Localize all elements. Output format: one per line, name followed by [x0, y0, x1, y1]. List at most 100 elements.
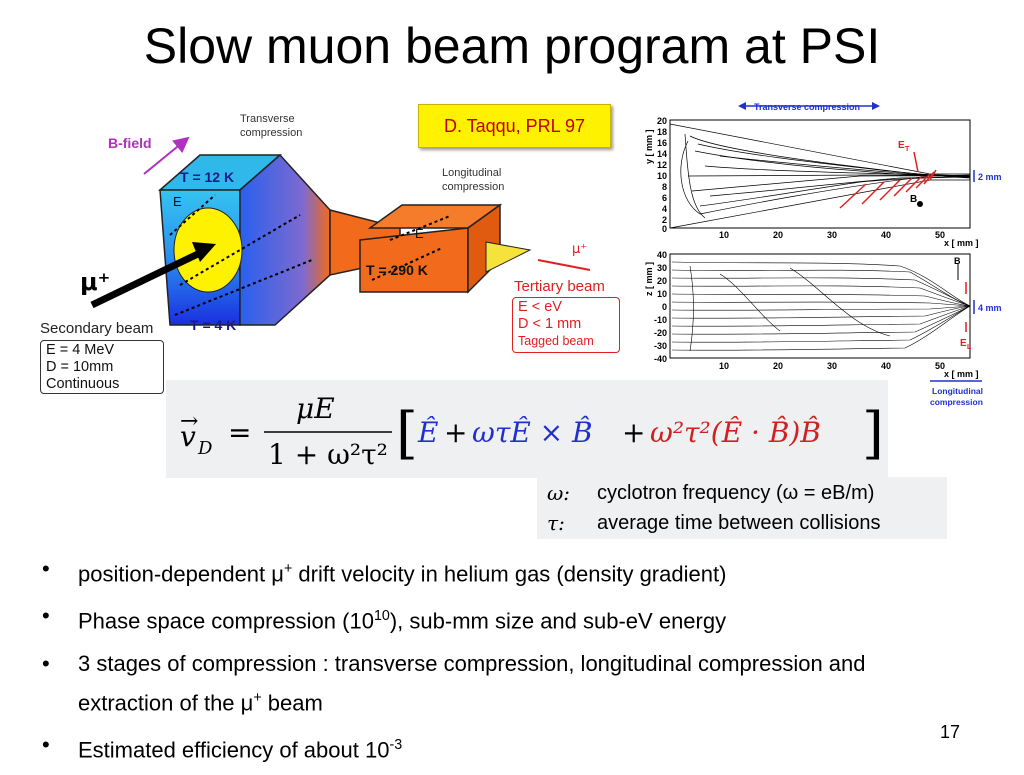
x-tick: 20 — [773, 230, 783, 240]
bottom-plot-e-label: E — [960, 338, 967, 349]
y-tick: -10 — [654, 315, 667, 325]
bullet-sup: + — [253, 689, 262, 706]
slide-title: Slow muon beam program at PSI — [143, 18, 881, 74]
eq-term2: ωτÊ × B̂ — [472, 416, 593, 449]
eq-bracket-left: [ — [396, 401, 418, 466]
muon-out-label: μ⁺ — [572, 242, 587, 257]
tertiary-beam-box: E < eV D < 1 mm Tagged beam — [512, 297, 620, 353]
y-tick: 16 — [657, 138, 667, 148]
eq-equals: = — [228, 416, 251, 449]
eq-plus2: + — [622, 416, 645, 449]
bullet-list: position-dependent μ+ drift velocity in … — [40, 552, 940, 775]
reference-text: D. Taqqu, PRL 97 — [443, 115, 586, 136]
bullet-text: Estimated efficiency of about 10 — [78, 737, 390, 763]
legend-symbol: τ: — [547, 511, 565, 535]
eq-denominator: 1 + ω²τ² — [268, 438, 388, 471]
eq-term3: ω²τ²(Ê · B̂)B̂ — [650, 416, 821, 449]
eq-arrow: → — [180, 409, 198, 434]
y-tick: 30 — [657, 263, 667, 273]
equation-legend: ω: cyclotron frequency (ω = eB/m) τ: ave… — [537, 477, 947, 539]
eq-plus1: + — [444, 416, 467, 449]
bottom-plot-side-label: 4 mm — [978, 303, 1002, 313]
secondary-beam-box: E = 4 MeV D = 10mm Continuous — [40, 340, 164, 394]
transverse-label-2: compression — [240, 127, 302, 139]
e-field-dots-3 — [174, 259, 313, 316]
eq-lhs: v — [180, 420, 196, 453]
bullet-sup: + — [283, 561, 293, 577]
top-plot-yticks: 20 18 16 14 12 10 8 6 4 2 0 — [657, 116, 667, 234]
x-tick: 50 — [935, 361, 945, 371]
cell2-front-face — [359, 227, 469, 293]
secondary-beam-line: E = 4 MeV — [46, 342, 115, 358]
e-field-dots-2 — [179, 214, 301, 286]
tertiary-beam-line: D < 1 mm — [518, 316, 582, 332]
bullet-text: position-dependent μ — [78, 561, 284, 587]
muon-in-label: μ⁺ — [80, 268, 110, 296]
secondary-beam-line: Continuous — [46, 376, 120, 392]
longitudinal-label-1: Longitudinal — [442, 167, 501, 179]
equation-svg: → v D = μE 1 + ω²τ² [ Ê + ωτÊ × B̂ + ω²τ… — [180, 392, 884, 471]
e-field-dots-1 — [169, 194, 216, 236]
top-plot-e-sub: T — [905, 146, 910, 153]
e-field-dots-4 — [389, 215, 451, 241]
bullet-sup: -3 — [389, 736, 403, 753]
bullet-sup: 10 — [373, 608, 390, 625]
bullet-item: 3 stages of compression : transverse com… — [40, 647, 940, 720]
y-tick: 10 — [657, 289, 667, 299]
eq-bracket-right: ] — [862, 401, 884, 466]
top-plot-b-label: B — [910, 194, 917, 205]
bottom-plot-b-label: B — [954, 256, 961, 266]
eq-lhs-sub: D — [197, 438, 213, 459]
bottom-plot-trajectories — [671, 261, 971, 352]
y-tick: -20 — [654, 328, 667, 338]
transverse-header-arrow-right — [872, 102, 880, 110]
x-tick: 10 — [719, 361, 729, 371]
bullet-text: ), sub-mm size and sub-eV energy — [389, 608, 727, 634]
muon-out-line — [537, 259, 591, 271]
y-tick: 18 — [657, 127, 667, 137]
y-tick: 10 — [657, 171, 667, 181]
bullet-item: Estimated efficiency of about 10-3 — [40, 728, 940, 767]
bullet-text: Phase space compression (10 — [78, 608, 374, 634]
x-tick: 30 — [827, 361, 837, 371]
y-tick: 12 — [657, 160, 667, 170]
legend-text: cyclotron frequency (ω = eB/m) — [597, 482, 875, 504]
y-tick: 0 — [662, 224, 667, 234]
top-plot-efield-arrows — [839, 151, 937, 209]
reference-box: D. Taqqu, PRL 97 — [418, 104, 611, 148]
top-plot-frame — [669, 119, 971, 229]
transverse-label-1: Transverse — [240, 113, 295, 125]
secondary-beam-title: Secondary beam — [40, 320, 154, 337]
top-plot-b-dot — [917, 201, 923, 207]
cell-side-face — [239, 153, 331, 326]
trajectory-plots: Transverse compression y [ mm ] 20 18 16… — [644, 102, 1002, 407]
y-tick: 2 — [662, 215, 667, 225]
eq-term1: Ê — [417, 416, 438, 449]
x-tick: 30 — [827, 230, 837, 240]
temp-4k: T = 4 K — [190, 317, 236, 333]
b-field-arrow — [143, 136, 190, 175]
bottom-plot-footer-2: compression — [930, 397, 983, 407]
page-number: 17 — [940, 722, 961, 742]
bottom-plot-xticks: 10 20 30 40 50 — [719, 361, 945, 371]
x-tick: 50 — [935, 230, 945, 240]
top-plot-xlabel: x [ mm ] — [944, 238, 979, 248]
longitudinal-label-2: compression — [442, 181, 504, 193]
apparatus-diagram: B-field Transverse compression Longitudi… — [80, 113, 591, 333]
top-plot-e-label: E — [898, 140, 905, 151]
muon-in-arrow-shaft — [90, 248, 204, 309]
bullet-text: beam — [261, 689, 323, 715]
y-tick: -40 — [654, 354, 667, 364]
bullet-item: Phase space compression (1010), sub-mm s… — [40, 599, 940, 638]
y-tick: 14 — [657, 149, 667, 159]
bottom-plot-yticks: 40 30 20 10 0 -10 -20 -30 -40 — [654, 250, 667, 364]
bullet-text: 3 stages of compression : transverse com… — [78, 650, 866, 715]
top-plot-xticks: 10 20 30 40 50 — [719, 230, 945, 240]
x-tick: 10 — [719, 230, 729, 240]
drift-velocity-equation: → v D = μE 1 + ω²τ² [ Ê + ωτÊ × B̂ + ω²τ… — [166, 380, 888, 478]
bottom-plot-footer-1: Longitudinal — [932, 386, 983, 396]
top-plot-header: Transverse compression — [754, 102, 860, 112]
bottom-plot-xlabel: x [ mm ] — [944, 369, 979, 379]
temp-12k: T = 12 K — [180, 169, 234, 185]
y-tick: 6 — [662, 193, 667, 203]
